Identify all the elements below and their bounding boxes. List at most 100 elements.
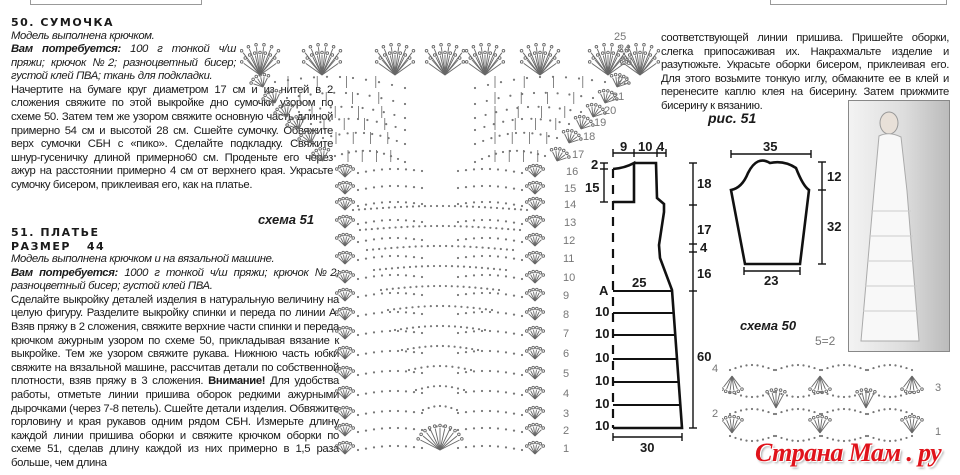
crochet-fan-symbol xyxy=(335,214,355,229)
crochet-fan-symbol xyxy=(335,440,355,455)
chain-stitch-dots xyxy=(356,426,424,434)
scheme-51-row-number: 4 xyxy=(563,388,570,400)
chain-stitch-dots xyxy=(866,434,914,443)
scheme-51-row-number: 9 xyxy=(563,290,570,302)
crochet-fan-symbol xyxy=(261,88,283,104)
scheme-50-row-1: 1 xyxy=(935,426,942,438)
chain-stitch-dots xyxy=(473,105,583,120)
ruffle-gap: 10 xyxy=(595,396,610,411)
attention-label: Внимание! xyxy=(208,375,266,388)
chain-stitch-dots xyxy=(456,409,524,417)
scheme-51-row-number: 17 xyxy=(572,149,585,161)
dim-height-16: 16 xyxy=(697,266,712,281)
chain-stitch-dots xyxy=(456,184,524,192)
crochet-fan-symbol xyxy=(285,114,307,130)
crochet-fan-symbol xyxy=(525,405,545,420)
page-frame-top-right xyxy=(770,0,947,5)
item-51-model: Модель выполнена крючком и на вязальной … xyxy=(11,253,275,265)
crochet-fan-symbol xyxy=(416,423,464,451)
chain-stitch-dots xyxy=(297,105,407,120)
dim-width-a: 25 xyxy=(632,275,647,290)
crochet-fan-symbol xyxy=(525,232,545,247)
crochet-fan-symbol xyxy=(335,232,355,247)
dim-neck-depth: 15 xyxy=(585,180,600,195)
crochet-fan-symbol xyxy=(335,385,355,400)
chain-stitch-dots xyxy=(473,117,571,132)
chain-stitch-dots xyxy=(774,363,822,372)
chain-stitch-dots xyxy=(456,291,524,299)
line-a-label: A xyxy=(599,283,609,298)
chain-stitch-dots xyxy=(356,349,424,357)
chain-stitch-dots xyxy=(820,407,868,416)
chain-stitch-dots xyxy=(356,273,424,281)
chain-stitch-dots xyxy=(456,167,524,175)
sleeve-bottom-width: 23 xyxy=(764,273,779,288)
chain-stitch-dots xyxy=(356,291,424,299)
crochet-fan-symbol xyxy=(609,72,631,88)
crochet-fan-symbol xyxy=(900,414,924,434)
item-50-section: 50. СУМОЧКА Модель выполнена крючком. Ва… xyxy=(11,16,333,193)
crochet-fan-symbol xyxy=(374,50,416,76)
chain-stitch-dots xyxy=(421,404,459,412)
dim-neck-drop: 2 xyxy=(591,157,599,172)
ruffle-lines xyxy=(613,290,680,406)
crochet-fan-symbol xyxy=(335,325,355,340)
chain-stitch-dots xyxy=(456,236,524,244)
scheme-51-row-number: 5 xyxy=(563,368,570,380)
crochet-fan-symbol xyxy=(240,50,281,76)
crochet-fan-symbol xyxy=(335,163,355,178)
crochet-fan-symbol xyxy=(619,43,660,76)
chain-stitch-dots xyxy=(379,284,501,292)
item-51-body: Сделайте выкройку деталей изделия в нату… xyxy=(11,294,339,471)
chain-stitch-dots xyxy=(356,236,424,244)
crochet-fan-symbol xyxy=(722,414,744,434)
body-part-1: Сделайте выкройку деталей изделия в нату… xyxy=(11,293,339,388)
materials-text: 1000 г тонкой ч/ш пряжи; крючок №2; разн… xyxy=(11,266,339,293)
scheme-51-row-number: 14 xyxy=(564,199,577,211)
crochet-fan-symbol xyxy=(808,375,832,395)
chain-stitch-dots xyxy=(866,390,914,399)
scheme-51-row-number: 23 xyxy=(620,56,633,68)
chain-stitch-dots xyxy=(456,426,524,434)
chain-stitch-dots xyxy=(351,204,529,212)
scheme-51-row-number: 1 xyxy=(563,443,570,455)
chain-stitch-dots xyxy=(356,409,424,417)
chain-stitch-dots xyxy=(273,75,407,90)
crochet-fan-symbol xyxy=(309,146,331,162)
crochet-fan-symbol xyxy=(525,214,545,229)
scheme-51-row-number: 10 xyxy=(563,272,576,284)
scheme-51-row-number: 19 xyxy=(594,117,607,129)
crochet-fan-symbol xyxy=(335,287,355,302)
dim-height-4: 4 xyxy=(700,240,708,255)
chain-stitch-dots xyxy=(728,363,776,372)
chain-stitch-dots xyxy=(820,434,868,443)
chain-stitch-dots xyxy=(321,131,407,146)
crochet-fan-symbol xyxy=(335,345,355,360)
chain-stitch-dots xyxy=(456,389,524,397)
chain-stitch-dots xyxy=(473,131,559,146)
ruffle-gap: 10 xyxy=(595,350,610,365)
chain-stitch-dots xyxy=(356,444,424,452)
sleeve-top-width: 35 xyxy=(763,139,778,154)
crochet-fan-symbol xyxy=(525,287,545,302)
crochet-fan-symbol xyxy=(335,269,355,284)
ruffle-gap: 10 xyxy=(595,418,610,433)
chain-stitch-dots xyxy=(456,200,524,208)
scheme-51-row-number: 20 xyxy=(604,105,617,117)
ruffle-gap: 10 xyxy=(595,326,610,341)
scheme-51-row-number: 16 xyxy=(566,166,579,178)
page-frame-top-left xyxy=(30,0,202,5)
scheme-51-row-number: 7 xyxy=(563,328,570,340)
chain-stitch-dots xyxy=(356,310,424,318)
chain-stitch-dots xyxy=(356,218,424,226)
crochet-fan-symbol xyxy=(587,43,629,76)
crochet-fan-symbol xyxy=(525,163,545,178)
materials-label: Вам потребуется: xyxy=(11,266,118,279)
crochet-fan-symbol xyxy=(519,50,561,76)
chain-stitch-dots xyxy=(414,384,466,392)
item-51-title: 51. ПЛАТЬЕ xyxy=(11,226,100,239)
chain-stitch-dots xyxy=(356,200,424,208)
chain-stitch-dots xyxy=(285,91,407,106)
scheme-51-row-number: 18 xyxy=(583,131,596,143)
item-51-section: 51. ПЛАТЬЕ РАЗМЕР 44 Модель выполнена кр… xyxy=(11,226,339,471)
